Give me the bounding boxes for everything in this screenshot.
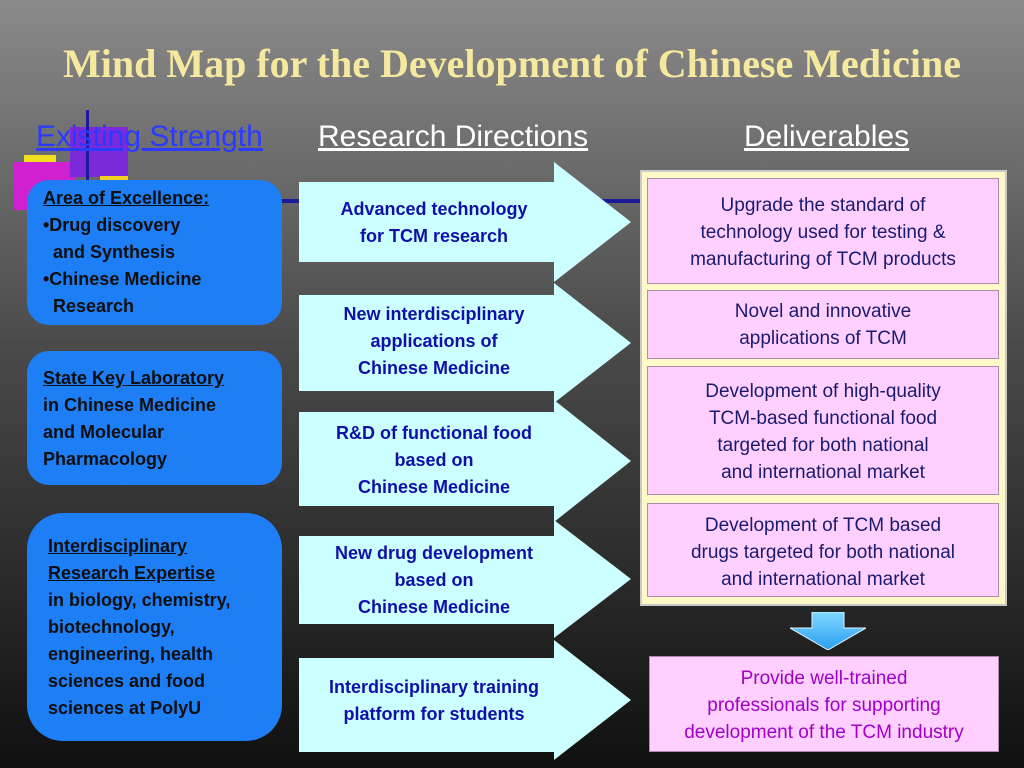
strength-line: in Chinese Medicine — [43, 395, 217, 415]
deliverable-box-4: Development of TCM based drugs targeted … — [647, 503, 999, 597]
deliverable-line: manufacturing of TCM products — [690, 249, 956, 270]
strength-line: and Synthesis — [53, 242, 176, 262]
deliverable-line: technology used for testing & — [700, 222, 946, 243]
deliverable-box-3: Development of high-quality TCM-based fu… — [647, 366, 999, 495]
direction-text: New drug development based on Chinese Me… — [299, 540, 569, 621]
direction-line: R&D of functional food — [336, 423, 532, 443]
final-deliverable-line: development of the TCM industry — [684, 722, 964, 743]
column-heading-existing: Existing Strength — [36, 120, 263, 153]
arrow-shape — [299, 520, 631, 638]
column-heading-deliverables: Deliverables — [744, 120, 910, 153]
deliverable-line: TCM-based functional food — [708, 408, 938, 429]
strength-heading: Research Expertise — [48, 563, 216, 583]
strength-heading: Area of Excellence: — [43, 188, 210, 208]
direction-line: based on — [394, 570, 474, 590]
direction-line: based on — [394, 450, 474, 470]
strength-line: biotechnology, — [48, 617, 175, 637]
final-deliverable-line: professionals for supporting — [707, 695, 941, 716]
arrow-shape — [299, 162, 631, 282]
deliverable-line: Development of high-quality — [705, 381, 941, 402]
direction-line: Chinese Medicine — [357, 597, 511, 617]
deliverable-box-2: Novel and innovative applications of TCM — [647, 290, 999, 359]
arrow-shape — [299, 640, 631, 760]
strength-box-excellence: Area of Excellence: •Drug discovery and … — [27, 180, 282, 325]
arrow-shape — [299, 283, 631, 403]
deliverable-line: and international market — [721, 569, 925, 590]
decor-square-violet — [70, 127, 128, 177]
strength-line: engineering, health — [48, 644, 214, 664]
page-title: Mind Map for the Development of Chinese … — [62, 41, 962, 86]
strength-line: •Drug discovery — [43, 215, 181, 235]
deliverable-line: and international market — [721, 462, 925, 483]
strength-heading: Interdisciplinary — [48, 536, 188, 556]
deliverable-line: drugs targeted for both national — [690, 542, 956, 563]
direction-line: Chinese Medicine — [357, 358, 511, 378]
direction-arrow-4: New drug development based on Chinese Me… — [299, 520, 631, 638]
deliverable-box-1: Upgrade the standard of technology used … — [647, 178, 999, 284]
deliverable-line: Development of TCM based — [704, 515, 942, 536]
direction-text: Advanced technology for TCM research — [299, 196, 569, 250]
strength-line: in biology, chemistry, — [48, 590, 231, 610]
direction-text: New interdisciplinary applications of Ch… — [299, 301, 569, 382]
strength-line: Research — [53, 296, 135, 316]
direction-line: applications of — [370, 331, 498, 351]
deliverable-line: applications of TCM — [739, 328, 907, 349]
direction-line: New interdisciplinary — [343, 304, 525, 324]
direction-line: platform for students — [343, 704, 525, 724]
direction-line: Advanced technology — [340, 199, 528, 219]
strength-line: and Molecular — [43, 422, 165, 442]
strength-line: sciences at PolyU — [48, 698, 202, 718]
column-heading-research: Research Directions — [318, 120, 589, 153]
strength-line: sciences and food — [48, 671, 206, 691]
strength-box-lab: State Key Laboratory in Chinese Medicine… — [27, 351, 282, 485]
deliverable-line: Upgrade the standard of — [720, 195, 926, 216]
strength-box-expertise: Interdisciplinary Research Expertise in … — [27, 513, 282, 741]
final-deliverable-line: Provide well-trained — [740, 668, 908, 689]
down-arrow-icon — [790, 612, 866, 650]
strength-line: Pharmacology — [43, 449, 168, 469]
strength-heading: State Key Laboratory — [43, 368, 225, 388]
direction-line: for TCM research — [359, 226, 509, 246]
direction-arrow-2: New interdisciplinary applications of Ch… — [299, 283, 631, 403]
decor-line-vertical — [86, 110, 89, 205]
direction-text: Interdisciplinary training platform for … — [299, 674, 569, 728]
direction-arrow-3: R&D of functional food based on Chinese … — [299, 400, 631, 522]
deliverable-line: Novel and innovative — [734, 301, 912, 322]
direction-text: R&D of functional food based on Chinese … — [299, 420, 569, 501]
direction-arrow-5: Interdisciplinary training platform for … — [299, 640, 631, 760]
direction-line: Chinese Medicine — [357, 477, 511, 497]
direction-arrow-1: Advanced technology for TCM research — [299, 162, 631, 282]
strength-line: •Chinese Medicine — [43, 269, 202, 289]
deliverable-line: targeted for both national — [717, 435, 929, 456]
direction-line: New drug development — [334, 543, 534, 563]
final-deliverable-box: Provide well-trained professionals for s… — [649, 656, 999, 752]
arrow-shape — [299, 400, 631, 522]
direction-line: Interdisciplinary training — [328, 677, 540, 697]
